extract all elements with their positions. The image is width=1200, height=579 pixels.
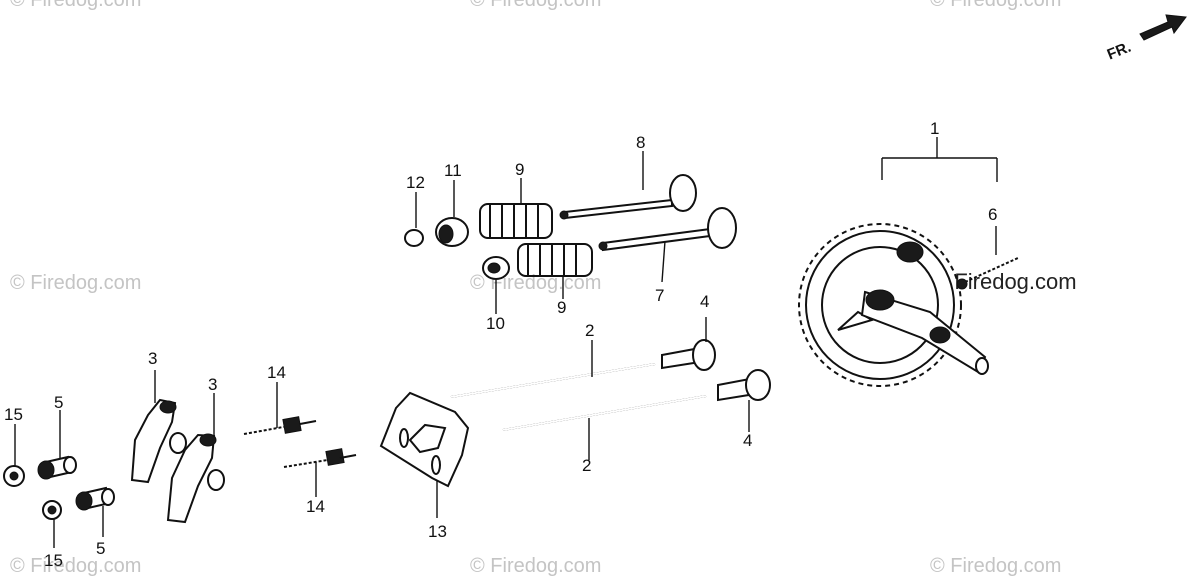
callout-15-upper: 15 [4,405,23,424]
callout-2-upper: 2 [585,321,594,340]
callout-13: 13 [428,522,447,541]
callout-5-upper: 5 [54,393,63,412]
callout-3-right: 3 [208,375,217,394]
callout-8: 8 [636,133,645,152]
callout-7: 7 [655,286,664,305]
callout-9-upper: 9 [515,160,524,179]
watermark-mid-left: © Firedog.com [10,272,141,294]
part-valve-spring-lower [517,243,593,277]
watermark-top-center: © Firedog.com [470,0,601,11]
part-stud-lower [283,448,357,468]
part-tappet-lower [717,369,771,402]
callout-15-lower: 15 [44,551,63,570]
part-pivot-lower [75,486,115,511]
part-spring-seat [435,217,469,247]
watermark-bottom-left: © Firedog.com [10,555,141,577]
callout-14-lower: 14 [306,497,325,516]
watermarks: © Firedog.com © Firedog.com © Firedog.co… [10,0,1077,577]
callout-9-lower: 9 [557,298,566,317]
callout-3-left: 3 [148,349,157,368]
part-pivot-upper [37,455,77,480]
part-push-rod-upper [450,363,656,398]
part-valve-upper [559,174,697,220]
part-stud-upper [243,416,317,435]
callout-6: 6 [988,205,997,224]
leader-lines [14,137,998,548]
part-valve-spring-upper [479,203,553,239]
part-pin [956,257,1019,290]
part-tappet-upper [661,339,716,371]
callout-2-lower: 2 [582,456,591,475]
callout-4-upper: 4 [700,292,709,311]
part-guide-plate [379,391,470,488]
watermark-mid-right: © Firedog.com [932,269,1077,294]
watermark-top-left: © Firedog.com [10,0,141,11]
callout-12: 12 [406,173,425,192]
watermark-bottom-center: © Firedog.com [470,555,601,577]
part-push-rod-lower [502,395,707,431]
part-valve-cap [404,229,424,247]
callout-labels: 1 6 8 7 9 9 10 11 12 2 2 4 4 13 14 14 3 … [4,119,997,570]
callout-4-lower: 4 [743,431,752,450]
part-nut-upper [3,465,25,487]
watermark-bottom-right: © Firedog.com [930,555,1061,577]
front-label: FR. [1105,39,1134,64]
front-direction-indicator: FR. [1105,14,1187,64]
callout-1: 1 [930,119,939,138]
callout-5-lower: 5 [96,539,105,558]
part-valve-lower [598,207,737,252]
callout-14-upper: 14 [267,363,286,382]
callout-11: 11 [444,161,462,180]
part-camshaft [798,223,989,387]
part-nut-lower [42,500,62,520]
callout-10: 10 [486,314,505,333]
part-rocker-arm-left [130,398,187,484]
watermark-top-right: © Firedog.com [930,0,1061,11]
front-arrow-icon [1139,14,1187,41]
part-spring-retainer [482,256,510,280]
part-rocker-arm-right [166,433,225,524]
